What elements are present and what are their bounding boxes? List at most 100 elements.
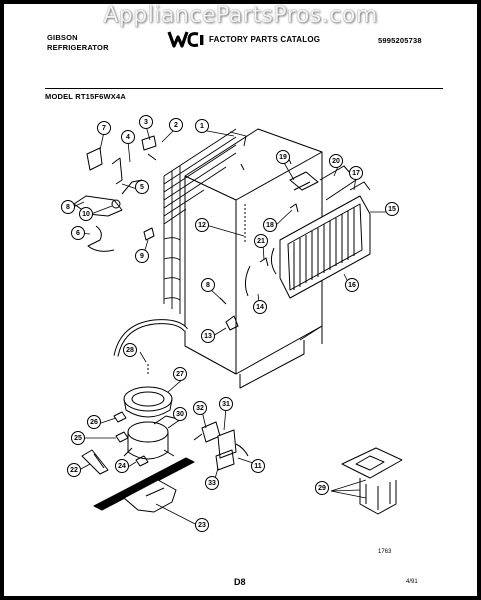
catalog-number: 5995205738 [378,36,422,45]
exploded-parts-diagram: 1234567889101112131415161718192021222324… [61,115,403,532]
callout-label: 32 [196,405,204,412]
callout-circle [219,397,233,411]
callout-label: 20 [332,158,340,165]
relay-assembly [193,421,249,471]
header-rule [45,88,443,89]
callout-label: 19 [279,154,287,161]
callout-circle [173,367,187,381]
watermark: AppliancePartsPros.com [103,3,378,28]
callout-26: 26 [87,415,101,429]
callout-circle [87,415,101,429]
callout-label: 14 [256,304,264,311]
callout-label: 11 [254,463,262,470]
callout-label: 15 [388,206,396,213]
callout-7: 7 [97,121,111,135]
callout-circle [315,481,329,495]
callout-1: 1 [195,119,209,133]
callout-label: 5 [140,184,144,191]
callout-label: 7 [102,125,106,132]
callout-circle [195,119,209,133]
callout-18: 18 [263,218,277,232]
callout-label: 21 [257,238,265,245]
callout-circle [345,278,359,292]
callout-circle [201,278,215,292]
callout-9: 9 [135,249,149,263]
callout-29: 29 [315,481,329,495]
callout-10: 10 [79,207,93,221]
callout-6: 6 [71,226,85,240]
callout-19: 19 [276,150,290,164]
callout-label: 9 [140,253,144,260]
callout-label: 24 [118,463,126,470]
callout-2: 2 [169,118,183,132]
callout-14: 14 [253,300,267,314]
clip-part [141,135,157,161]
callout-circle [254,234,268,248]
callout-33: 33 [205,476,219,490]
callout-label: 8 [66,204,70,211]
diagram-code: 1763 [378,549,392,555]
callout-22: 22 [67,463,81,477]
callout-3: 3 [139,115,153,129]
callout-circle [253,300,267,314]
callout-circle [195,218,209,232]
callout-circle [61,200,75,214]
callout-20: 20 [329,154,343,168]
callout-label: 31 [222,401,230,408]
callout-label: 22 [70,467,78,474]
callout-circle [276,150,290,164]
callout-label: 17 [352,170,360,177]
callout-circle [123,343,137,357]
callout-label: 4 [126,134,130,141]
grommets [113,411,149,467]
callout-circle [263,218,277,232]
catalog-sheet: GIBSON REFRIGERATOR FACTORY PARTS CATALO… [4,4,477,596]
callout-4: 4 [121,130,135,144]
brand-line-2: REFRIGERATOR [47,43,109,52]
callout-circle [121,130,135,144]
callout-circle [135,249,149,263]
callout-circle [67,463,81,477]
callout-17: 17 [349,166,363,180]
callout-label: 8 [206,282,210,289]
callout-label: 27 [176,371,184,378]
fitting-21 [259,257,269,267]
callout-23: 23 [195,518,209,532]
callout-circle [79,207,93,221]
callout-circle [193,401,207,415]
fitting-13 [225,315,239,331]
callout-label: 33 [208,480,216,487]
callout-label: 16 [348,282,356,289]
callout-circle [195,518,209,532]
callout-8: 8 [201,278,215,292]
fan-bracket [289,171,319,191]
callout-32: 32 [193,401,207,415]
callout-circle [115,459,129,473]
callout-label: 10 [82,211,90,218]
drain-hose-inner [114,320,188,357]
callout-circle [251,459,265,473]
page-code: D8 [234,577,246,587]
wci-logo [167,29,207,54]
connector-part [143,227,155,241]
date-code: 4/91 [406,579,418,585]
callout-label: 25 [74,435,82,442]
callout-28: 28 [123,343,137,357]
callout-5: 5 [135,180,149,194]
wire-harness [81,449,109,475]
catalog-title: FACTORY PARTS CATALOG [209,35,321,44]
callout-13: 13 [201,329,215,343]
callout-31: 31 [219,397,233,411]
callout-circle [349,166,363,180]
drain-pan [123,364,173,418]
callout-layer: 1234567889101112131415161718192021222324… [61,115,399,532]
base-rail [93,457,195,513]
callout-label: 6 [76,230,80,237]
callout-label: 30 [176,411,184,418]
condenser-fan [341,447,403,515]
callout-circle [71,431,85,445]
condenser-coil [163,128,247,314]
brand-line-1: GIBSON [47,33,78,42]
callout-label: 28 [126,347,134,354]
callout-11: 11 [251,459,265,473]
